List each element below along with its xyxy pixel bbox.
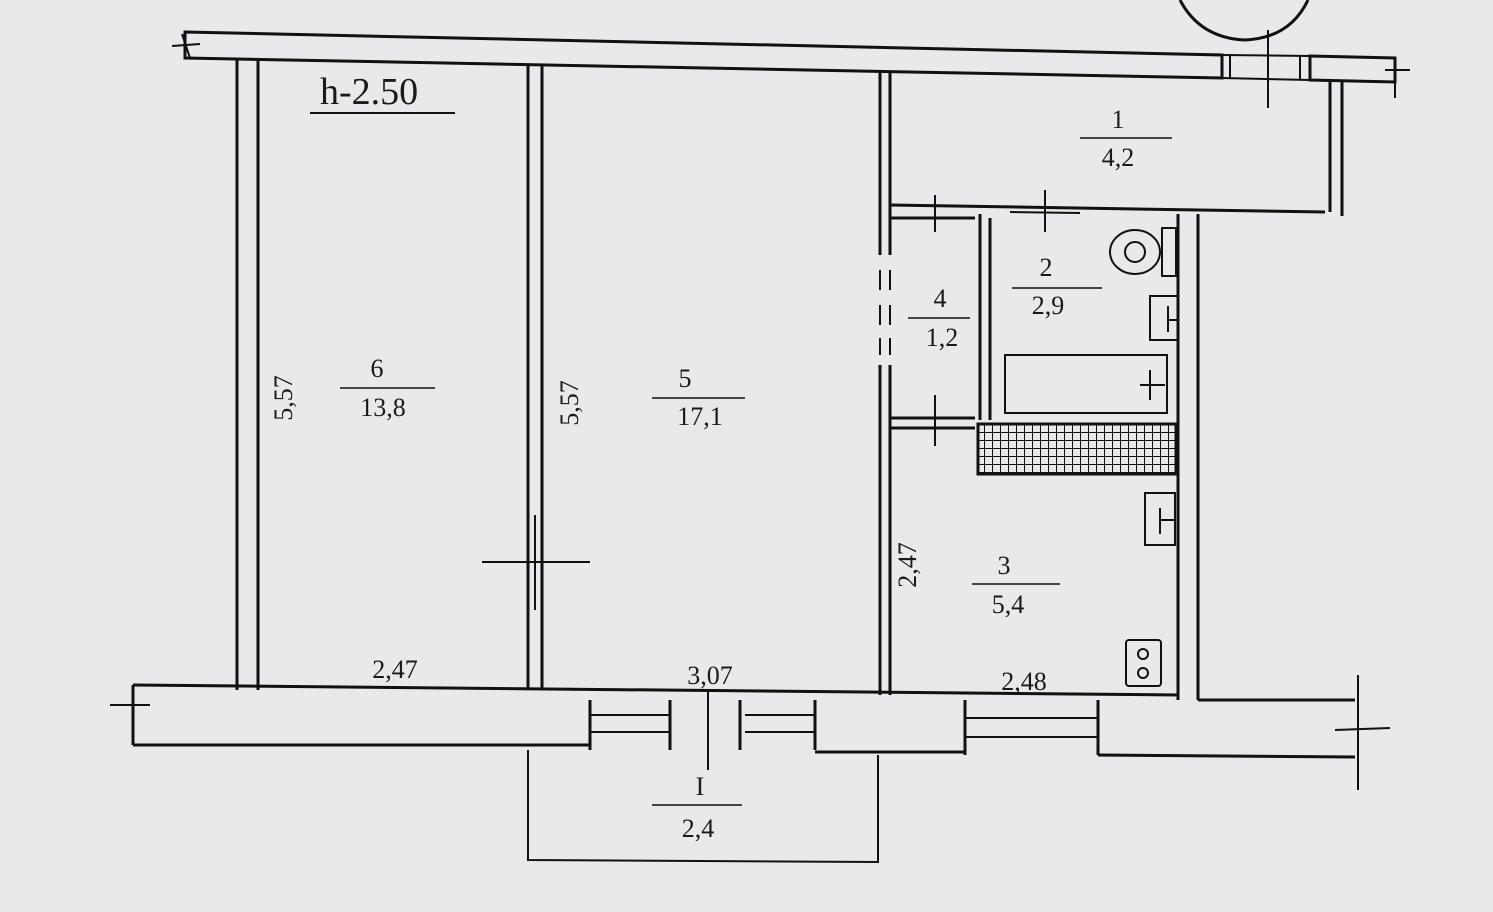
svg-text:3: 3 <box>998 551 1011 580</box>
room-2-label: 2 2,9 <box>1012 253 1102 320</box>
bathroom-sink-icon <box>1149 295 1179 341</box>
left-exterior-wall <box>235 58 260 690</box>
room-1-label: 1 4,2 <box>1080 105 1172 172</box>
kitchen-length-dimension: 2,47 <box>893 542 922 588</box>
partition-6-5 <box>482 65 590 690</box>
room-4-label: 4 1,2 <box>908 284 970 352</box>
kitchen-width-dimension: 2,48 <box>1001 667 1047 696</box>
svg-text:2,4: 2,4 <box>682 814 715 843</box>
room-6-width-dimension: 2,47 <box>372 655 418 684</box>
room-6-length-dimension: 5,57 <box>269 375 298 421</box>
svg-text:6: 6 <box>371 354 384 383</box>
svg-text:5,4: 5,4 <box>992 590 1025 619</box>
column-outline <box>1178 0 1310 42</box>
bathtub-icon <box>1004 354 1168 414</box>
svg-text:4: 4 <box>934 284 947 313</box>
svg-text:1,2: 1,2 <box>926 323 959 352</box>
room-5-width-dimension: 3,07 <box>687 661 733 690</box>
svg-text:5: 5 <box>679 364 692 393</box>
room-5-label: 5 17,1 <box>652 364 745 431</box>
stove-icon <box>1125 639 1162 687</box>
svg-text:13,8: 13,8 <box>360 393 406 422</box>
partition-5-corridor <box>878 72 892 695</box>
room-3-label: 3 5,4 <box>972 551 1060 619</box>
svg-text:I: I <box>696 772 705 801</box>
hall-walls <box>889 80 1344 232</box>
kitchen-sink-icon <box>1144 492 1176 546</box>
toilet-icon <box>1109 227 1177 277</box>
ceiling-height-label: h-2.50 <box>320 71 418 113</box>
svg-text:4,2: 4,2 <box>1102 143 1135 172</box>
bottom-exterior-wall <box>110 675 1391 790</box>
svg-text:1: 1 <box>1112 105 1125 134</box>
svg-text:2: 2 <box>1040 253 1053 282</box>
balcony-label: I 2,4 <box>652 772 742 843</box>
balcony-outline <box>527 750 879 864</box>
svg-text:2,9: 2,9 <box>1032 291 1065 320</box>
svg-text:17,1: 17,1 <box>677 402 723 431</box>
ventilation-shaft <box>976 422 1178 476</box>
top-exterior-wall <box>171 30 1410 98</box>
room-5-length-dimension: 5,57 <box>555 380 584 426</box>
room-6-label: 6 13,8 <box>340 354 435 422</box>
